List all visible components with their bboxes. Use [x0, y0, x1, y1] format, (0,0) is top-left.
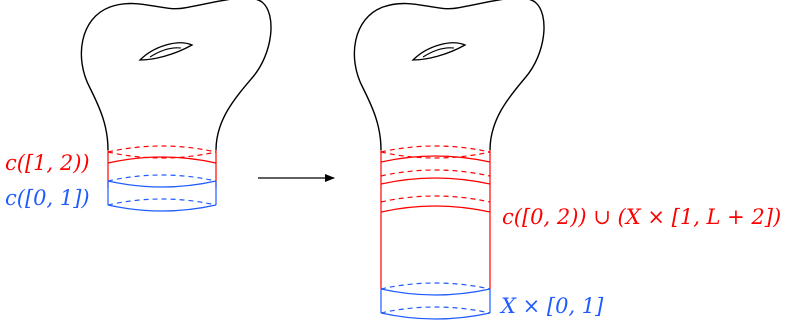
right-handle-hole	[411, 42, 467, 61]
left-surface	[80, 0, 272, 212]
left-handle-hole-lip	[149, 47, 182, 58]
left-blue-ellipse-2-front	[107, 204, 217, 212]
right-red-ellipse-2-back	[380, 155, 491, 163]
left-surface-outline	[80, 0, 272, 151]
right-red-ellipse-1-back	[380, 145, 491, 153]
right-upper-label: c([0, 2)) ∪ (X × [1, L + 2])	[502, 205, 781, 229]
right-red-ellipse-3-front	[380, 177, 491, 185]
left-red-ellipse-top-back	[107, 145, 217, 153]
left-handle-hole	[138, 42, 194, 61]
right-blue-ellipse-1-back	[380, 282, 491, 290]
right-red-ellipse-3-back	[380, 169, 491, 177]
left-blue-ellipse-1-front	[107, 180, 217, 188]
left-lower-label: c([0, 1])	[5, 186, 90, 210]
right-red-ellipse-1-front	[380, 151, 491, 159]
left-red-ellipse-top-front	[107, 151, 217, 159]
left-blue-ellipse-2-back	[107, 198, 217, 206]
left-red-ellipse-mid-back	[107, 156, 217, 164]
right-red-ellipse-4-front	[380, 205, 491, 213]
right-surface	[353, 0, 545, 320]
left-blue-ellipse-1-back	[107, 174, 217, 182]
right-surface-outline	[353, 0, 545, 151]
right-handle-hole-lip	[422, 47, 455, 58]
right-lower-label: X × [0, 1]	[499, 294, 604, 318]
left-upper-label: c([1, 2))	[5, 151, 90, 175]
right-blue-ellipse-1-front	[380, 288, 491, 296]
right-red-ellipse-4-back	[380, 195, 491, 203]
right-blue-ellipse-2-front	[380, 312, 491, 320]
right-blue-ellipse-2-back	[380, 306, 491, 314]
